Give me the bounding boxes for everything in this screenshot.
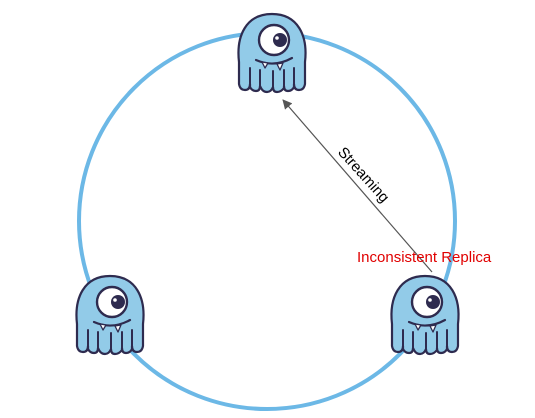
node-bottom-right-mascot: [390, 274, 460, 356]
scylla-monster-icon: [237, 12, 307, 94]
streaming-label: Streaming: [334, 144, 392, 206]
node-top-mascot: [237, 12, 307, 94]
scylla-monster-icon: [75, 274, 145, 356]
scylla-monster-icon: [390, 274, 460, 356]
node-bottom-left-mascot: [75, 274, 145, 356]
inconsistent-replica-label: Inconsistent Replica: [357, 249, 492, 266]
streaming-arrow: [282, 99, 433, 273]
